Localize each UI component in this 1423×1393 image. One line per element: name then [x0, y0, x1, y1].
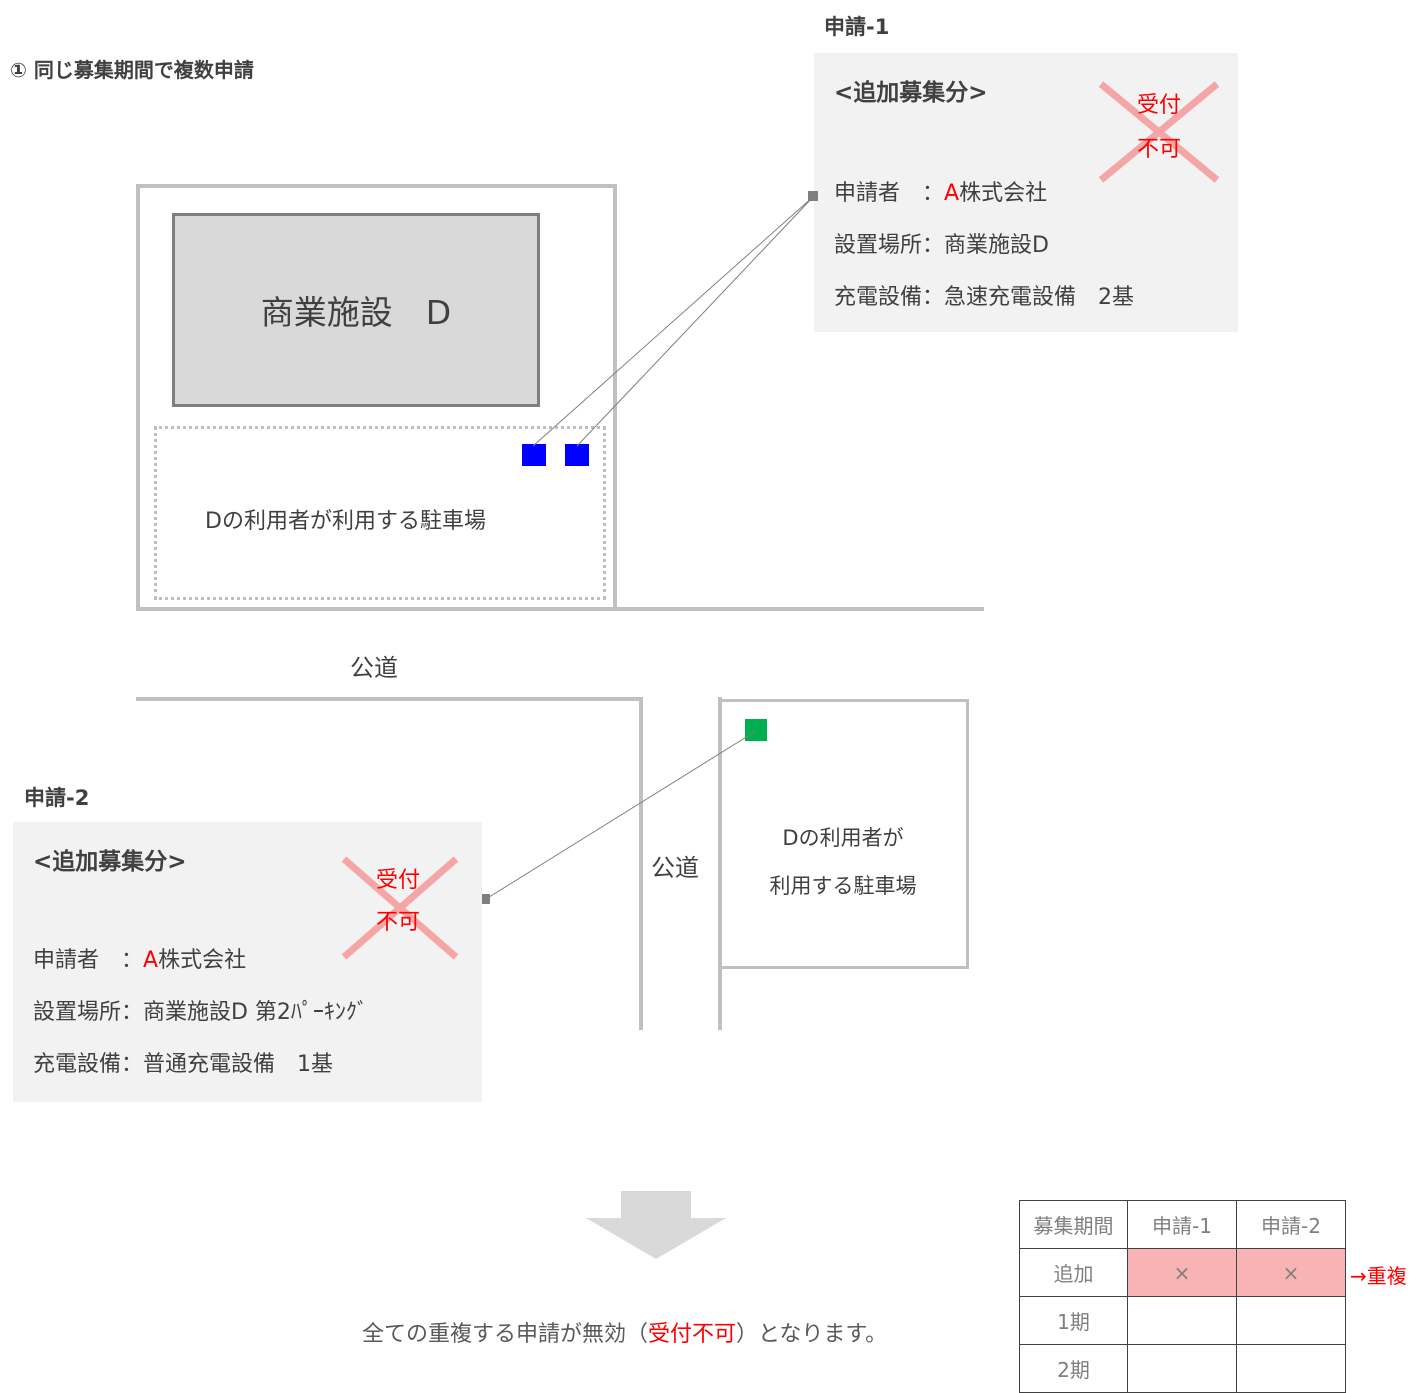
parking-area-1-label: Dの利用者が利用する駐車場	[205, 509, 486, 534]
period-table: 募集期間 申請-1 申請-2 追加 × × 1期 2期	[1019, 1200, 1346, 1393]
cross-mark-icon	[341, 856, 459, 960]
application-1-header: <追加募集分>	[834, 80, 988, 106]
rejected-stamp: 受付 不可	[1097, 80, 1222, 184]
table-cell: ×	[1236, 1248, 1346, 1297]
application-2-label: 申請-2	[24, 786, 90, 810]
site-boundary-top	[136, 184, 617, 188]
result-highlight: 受付不可	[648, 1322, 737, 1347]
road-edge-lower	[136, 697, 643, 701]
applicant-line: 申請者 ：A株式会社	[834, 175, 1047, 207]
stamp-text-2: 不可	[376, 910, 421, 935]
table-header-row: 募集期間 申請-1 申請-2	[1019, 1200, 1346, 1249]
equipment-line: 充電設備：普通充電設備 1基	[33, 1052, 333, 1077]
rejected-stamp: 受付 不可	[340, 855, 460, 961]
stamp-text-1: 受付	[376, 868, 421, 893]
result-message: 全ての重複する申請が無効（受付不可）となります。	[362, 1316, 887, 1348]
location-line: 設置場所：商業施設D 第2ﾊﾟｰｷﾝｸﾞ	[33, 1000, 368, 1025]
facility-label: 商業施設 D	[260, 293, 452, 332]
applicant-line: 申請者 ：A株式会社	[33, 942, 246, 974]
table-row: 1期	[1019, 1296, 1346, 1345]
table-row: 追加 × ×	[1019, 1248, 1346, 1297]
site-boundary-bottom	[136, 607, 984, 611]
applicant-label: 申請者 ：	[33, 948, 144, 973]
applicant-label: 申請者 ：	[834, 181, 945, 206]
table-header-cell: 申請-1	[1127, 1200, 1237, 1249]
parking-area-2-label-line-2: 利用する駐車場	[769, 874, 917, 898]
applicant-company: 株式会社	[158, 948, 247, 973]
site-boundary-left	[136, 184, 140, 611]
section-title: ① 同じ募集期間で複数申請	[10, 58, 254, 82]
fast-charger-2	[565, 444, 589, 466]
result-prefix: 全ての重複する申請が無効（	[362, 1322, 649, 1347]
connector-app2	[485, 730, 757, 900]
site-boundary-right	[613, 184, 617, 611]
parking-area-2-label-line-1: Dの利用者が	[782, 826, 904, 850]
table-cell	[1236, 1296, 1346, 1345]
parking-area-2: Dの利用者が 利用する駐車場	[720, 699, 969, 969]
stamp-text-1: 受付	[1137, 93, 1182, 118]
table-cell	[1127, 1344, 1237, 1393]
applicant-letter: A	[944, 181, 960, 206]
result-suffix: ）となります。	[736, 1322, 888, 1347]
table-cell: 1期	[1019, 1296, 1128, 1345]
application-2-header: <追加募集分>	[33, 849, 187, 875]
location-line: 設置場所：商業施設D	[834, 233, 1049, 258]
parking-area-1: Dの利用者が利用する駐車場	[154, 426, 606, 600]
table-row: 2期	[1019, 1344, 1346, 1393]
facility-building: 商業施設 D	[172, 213, 540, 407]
cross-mark-icon	[1098, 81, 1220, 183]
application-2-panel: <追加募集分> 受付 不可 申請者 ：A株式会社 設置場所：商業施設D 第2ﾊﾟ…	[13, 822, 482, 1102]
table-cell	[1127, 1296, 1237, 1345]
table-cell: ×	[1127, 1248, 1237, 1297]
down-arrow-icon	[586, 1191, 726, 1259]
duplicate-note: →重複	[1350, 1264, 1407, 1288]
applicant-company: 株式会社	[959, 181, 1048, 206]
stamp-text-2: 不可	[1137, 137, 1182, 162]
table-header-cell: 申請-2	[1236, 1200, 1346, 1249]
application-1-label: 申請-1	[824, 15, 890, 39]
road-edge-vertical-left	[639, 697, 643, 1030]
road-label-vertical: 公道	[651, 854, 699, 882]
application-1-panel: <追加募集分> 受付 不可 申請者 ：A株式会社 設置場所：商業施設D 充電設備…	[814, 53, 1238, 332]
table-cell: 2期	[1019, 1344, 1128, 1393]
fast-charger-1	[522, 444, 546, 466]
road-label-horizontal: 公道	[350, 654, 398, 682]
normal-charger	[745, 719, 767, 741]
applicant-letter: A	[143, 948, 159, 973]
equipment-line: 充電設備：急速充電設備 2基	[834, 285, 1134, 310]
table-header-cell: 募集期間	[1019, 1200, 1128, 1249]
table-cell: 追加	[1019, 1248, 1128, 1297]
table-cell	[1236, 1344, 1346, 1393]
connector-app1-a	[532, 195, 815, 447]
